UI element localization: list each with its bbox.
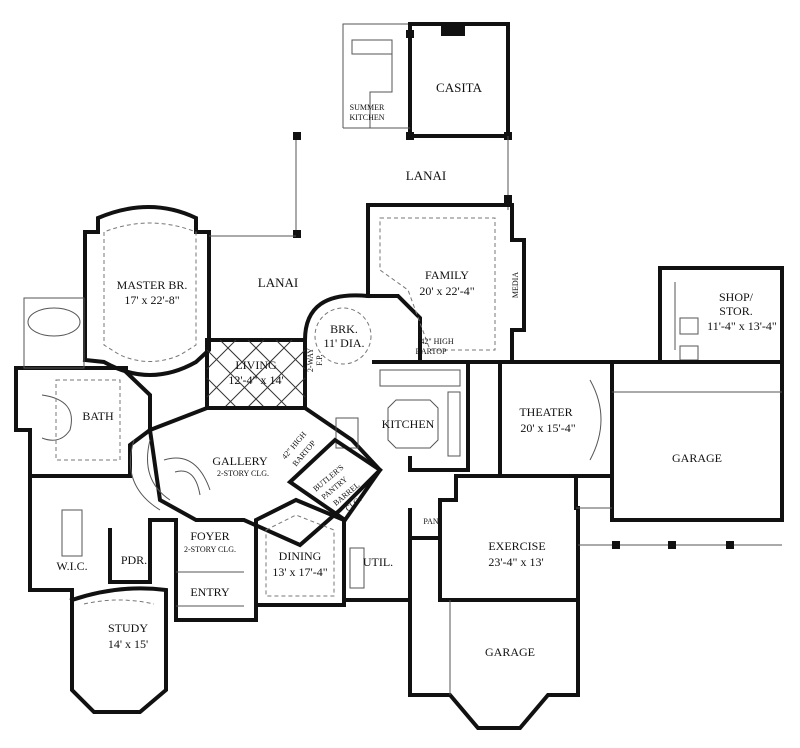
living-diamond-pattern xyxy=(206,339,306,409)
label-dining: DINING xyxy=(279,549,322,563)
label-theater: THEATER xyxy=(519,405,572,419)
label-bartop-high: 42" HIGH xyxy=(420,337,453,346)
family-room xyxy=(366,203,526,364)
label-2way: 2-WAY xyxy=(306,348,315,372)
label-study: STUDY xyxy=(108,621,148,635)
wic-pdr-study xyxy=(28,474,178,714)
label-dining-dim: 13' x 17'-4" xyxy=(272,565,327,579)
label-lanai-top: LANAI xyxy=(406,168,446,183)
label-kitchen: KITCHEN xyxy=(382,417,435,431)
label-brk-dim: 11' DIA. xyxy=(323,336,364,350)
garage-bottom xyxy=(408,598,580,730)
gallery-foyer xyxy=(129,406,383,548)
label-bath: BATH xyxy=(82,409,114,423)
label-garage-bottom: GARAGE xyxy=(485,645,535,659)
label-living: LIVING xyxy=(235,358,277,372)
label-study-dim: 14' x 15' xyxy=(108,637,148,651)
label-gallery: GALLERY xyxy=(212,454,268,468)
label-brk: BRK. xyxy=(330,322,358,336)
label-master-br: MASTER BR. xyxy=(117,278,188,292)
label-lanai-left: LANAI xyxy=(258,275,298,290)
pantry-utility xyxy=(342,474,458,602)
lanai-top xyxy=(293,132,512,238)
label-casita: CASITA xyxy=(436,80,483,95)
label-foyer-sub: 2-STORY CLG. xyxy=(184,545,236,554)
label-garage-right: GARAGE xyxy=(672,451,722,465)
room-labels: CASITA SUMMER KITCHEN LANAI LANAI MASTER… xyxy=(56,80,777,659)
label-stor: STOR. xyxy=(719,304,752,318)
label-family-dim: 20' x 22'-4" xyxy=(419,284,474,298)
label-exercise: EXERCISE xyxy=(488,539,545,553)
shop-storage xyxy=(658,266,784,364)
label-foyer: FOYER xyxy=(190,529,229,543)
label-shop: SHOP/ xyxy=(719,290,754,304)
label-master-br-dim: 17' x 22'-8" xyxy=(124,293,179,307)
label-util: UTIL. xyxy=(363,555,393,569)
label-entry: ENTRY xyxy=(190,585,230,599)
bath xyxy=(14,297,152,478)
label-fp: F.P. xyxy=(315,354,324,365)
label-bartop: BARTOP xyxy=(416,347,447,356)
exercise xyxy=(438,474,782,602)
label-gallery-sub: 2-STORY CLG. xyxy=(217,469,269,478)
butlers-pantry xyxy=(286,437,383,523)
label-pan: PAN. xyxy=(423,517,440,526)
theater xyxy=(498,360,614,478)
label-shop-dim: 11'-4" x 13'-4" xyxy=(707,319,777,333)
label-wic: W.I.C. xyxy=(56,559,87,573)
garage-right xyxy=(610,360,784,522)
foyer-entry xyxy=(174,518,258,622)
kitchen xyxy=(372,360,470,472)
label-family: FAMILY xyxy=(425,268,469,282)
label-media: MEDIA xyxy=(511,272,520,298)
label-living-dim: 12'-4" x 14' xyxy=(228,373,283,387)
casita-block xyxy=(342,22,512,140)
label-pdr: PDR. xyxy=(121,553,147,567)
master-bedroom xyxy=(82,205,296,377)
label-summer: SUMMER xyxy=(350,103,385,112)
label-summer-kitchen: KITCHEN xyxy=(349,113,384,122)
label-theater-dim: 20' x 15'-4" xyxy=(520,421,575,435)
label-exercise-dim: 23'-4" x 13' xyxy=(488,555,543,569)
breakfast-nook xyxy=(302,293,372,365)
